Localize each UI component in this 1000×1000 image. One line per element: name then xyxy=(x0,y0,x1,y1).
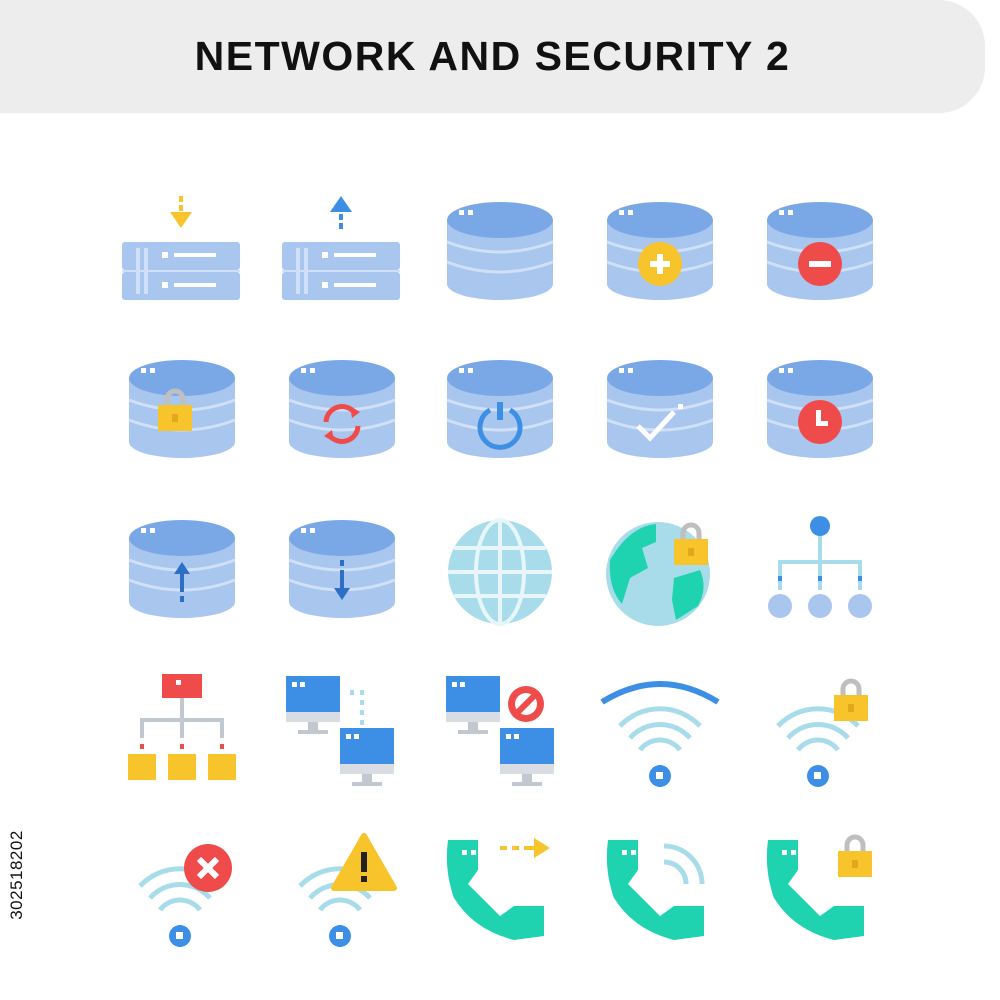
database-upload-icon xyxy=(112,508,252,648)
computers-connected-icon xyxy=(272,668,412,808)
server-download-icon xyxy=(112,190,252,330)
call-lock-icon xyxy=(750,828,890,968)
call-signal-icon xyxy=(590,828,730,968)
stock-id-label: 302518202 xyxy=(2,760,32,990)
server-upload-icon xyxy=(272,190,412,330)
database-remove-icon xyxy=(750,190,890,330)
wifi-icon xyxy=(590,668,730,808)
database-add-icon xyxy=(590,190,730,330)
network-hierarchy-icon xyxy=(750,508,890,648)
organization-chart-icon xyxy=(112,668,252,808)
database-check-icon xyxy=(590,348,730,488)
database-power-icon xyxy=(430,348,570,488)
database-download-icon xyxy=(272,508,412,648)
computers-blocked-icon xyxy=(430,668,570,808)
stock-id-text: 302518202 xyxy=(7,830,26,920)
database-clock-icon xyxy=(750,348,890,488)
call-forward-icon xyxy=(430,828,570,968)
wifi-lock-icon xyxy=(750,668,890,808)
wifi-error-icon xyxy=(112,828,252,968)
page-title: NETWORK AND SECURITY 2 xyxy=(194,33,791,79)
database-lock-icon xyxy=(112,348,252,488)
globe-icon xyxy=(430,508,570,648)
title-banner xyxy=(0,0,985,113)
database-sync-icon xyxy=(272,348,412,488)
database-icon xyxy=(430,190,570,330)
wifi-warning-icon xyxy=(272,828,412,968)
globe-lock-icon xyxy=(590,508,730,648)
